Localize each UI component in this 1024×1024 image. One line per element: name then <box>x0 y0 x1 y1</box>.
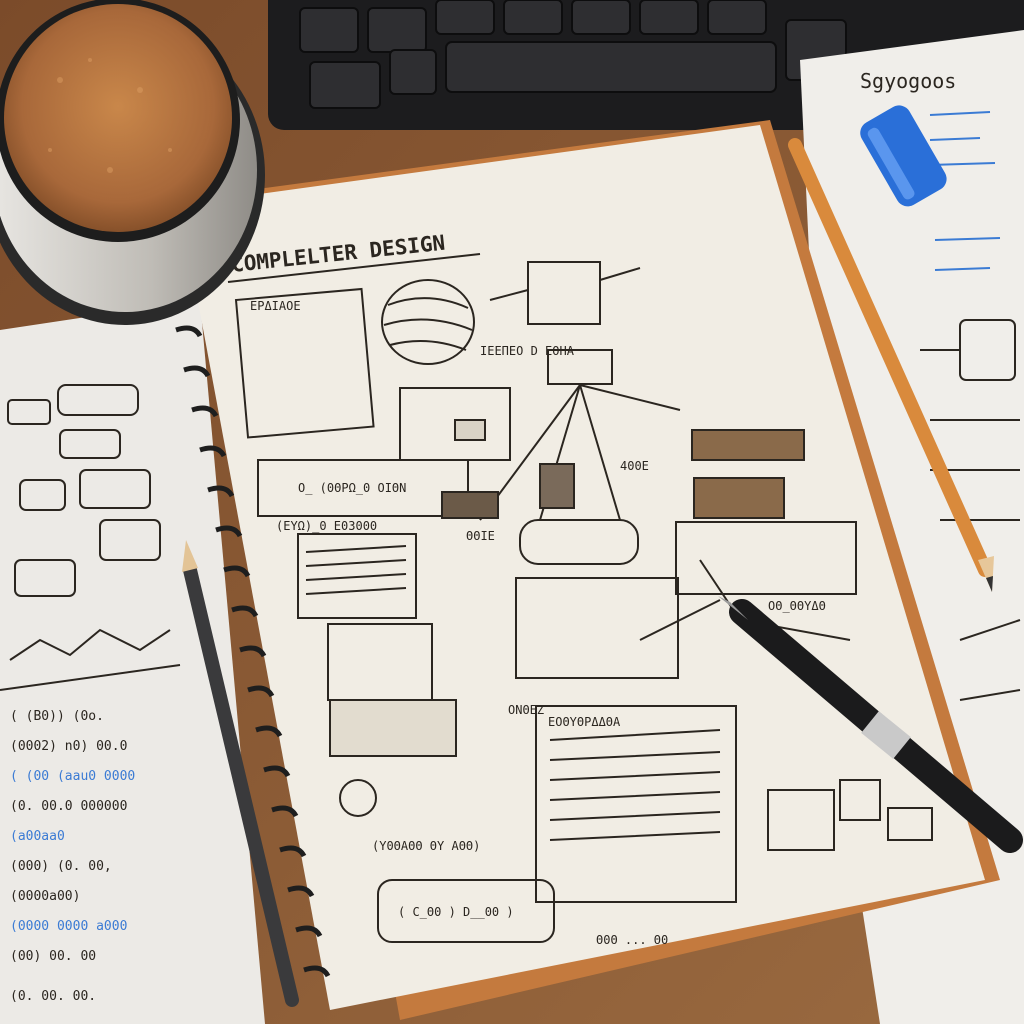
svg-text:ΕΟΘΥΘΡΔΔΘΑ: ΕΟΘΥΘΡΔΔΘΑ <box>548 715 621 729</box>
mechanical-pencil-icon <box>182 540 299 1007</box>
pencil-icon <box>788 138 994 592</box>
svg-text:(0. 00. 00.: (0. 00. 00. <box>10 989 96 1004</box>
svg-text:(a00aa0: (a00aa0 <box>10 829 65 844</box>
svg-text:(000) (0. 00,: (000) (0. 00, <box>10 859 112 874</box>
svg-text:ΕΡΔΙΑΟΕ: ΕΡΔΙΑΟΕ <box>250 299 301 313</box>
svg-text:(00) 00. 00: (00) 00. 00 <box>10 949 96 964</box>
svg-text:(Υ0ΘΑΘΘ ΘΥ ΑΘΘ): (Υ0ΘΑΘΘ ΘΥ ΑΘΘ) <box>372 839 480 853</box>
svg-text:400E: 400E <box>620 459 649 473</box>
highlighter-cap-icon <box>860 105 947 207</box>
svg-text:(ΕΥΩ)_0 Ε03000: (ΕΥΩ)_0 Ε03000 <box>276 519 377 533</box>
left-paper-sheet: ( (B0)) (0o. (0002) n0) 00.0 ( (00 (aau0… <box>0 300 265 1024</box>
svg-text:(0. 00.0 000000: (0. 00.0 000000 <box>10 799 127 814</box>
svg-text:(0002) n0) 00.0: (0002) n0) 00.0 <box>10 739 127 754</box>
svg-text:ΙΕΕΠΕΟ D ΕΘΗΑ: ΙΕΕΠΕΟ D ΕΘΗΑ <box>480 344 575 358</box>
svg-text:O_ (0ΘΡΩ_0 ΟΙΘΝ: O_ (0ΘΡΩ_0 ΟΙΘΝ <box>298 481 406 495</box>
coffee-mug-icon <box>0 0 265 325</box>
svg-text:(0000 0000 a000: (0000 0000 a000 <box>10 919 127 934</box>
svg-text:ΘΘΙΕ: ΘΘΙΕ <box>466 529 495 543</box>
spiral-notebook-icon: COMPLELTER DESIGN <box>175 125 985 1010</box>
svg-text:ΟΝΘΕΖ: ΟΝΘΕΖ <box>508 703 544 717</box>
right-sheet-heading: Sgyogoos <box>860 69 956 93</box>
svg-text:( (00 (aau0 0000: ( (00 (aau0 0000 <box>10 769 135 784</box>
svg-text:(0000a00): (0000a00) <box>10 889 80 904</box>
svg-text:Θ0Θ ... Θ0: Θ0Θ ... Θ0 <box>596 933 668 947</box>
svg-text:( (B0)) (0o.: ( (B0)) (0o. <box>10 709 104 724</box>
pen-icon <box>718 596 1023 853</box>
svg-text:ΟΘ_ΘΘΥΔΘ: ΟΘ_ΘΘΥΔΘ <box>768 599 826 613</box>
svg-text:( C_Θ0 ) D__00 ): ( C_Θ0 ) D__00 ) <box>398 905 514 919</box>
